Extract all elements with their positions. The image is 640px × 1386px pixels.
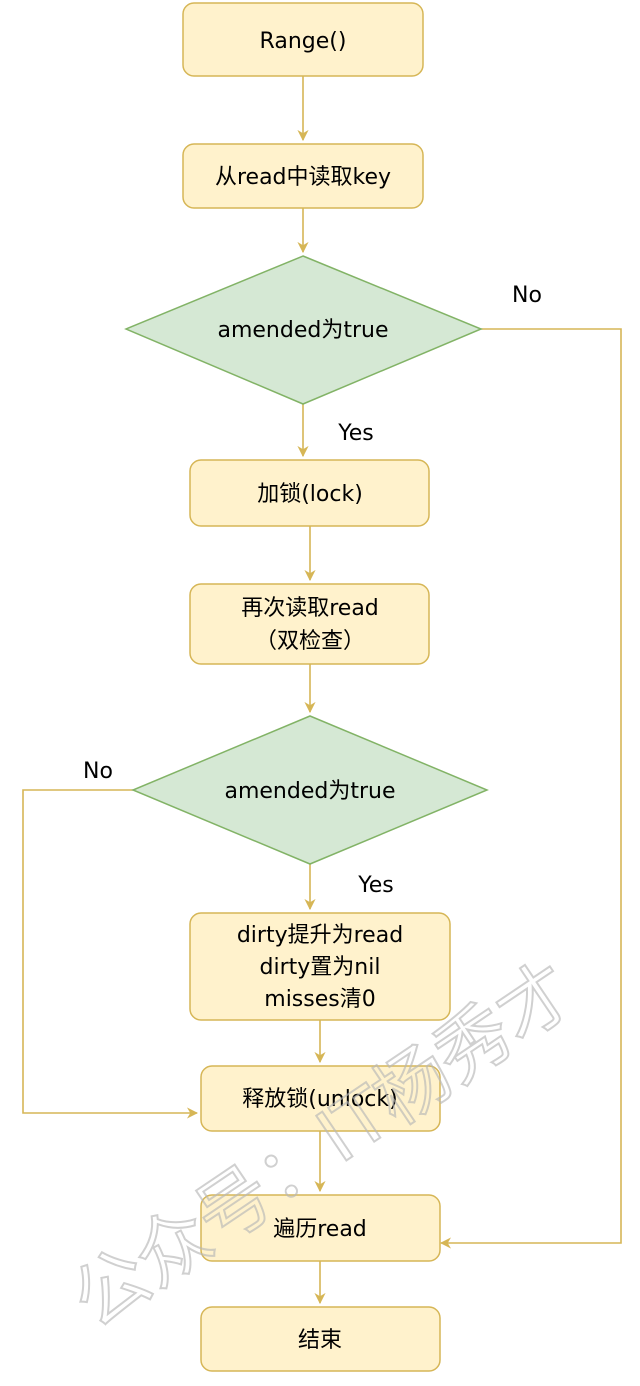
node-reread-label-2: （双检查）: [255, 629, 365, 654]
edges: [22, 76, 622, 1305]
node-lock-label: 加锁(lock): [257, 482, 363, 507]
decision-amended-2-label: amended为true: [224, 779, 395, 804]
node-promote-label-2: dirty置为nil: [260, 955, 381, 980]
node-read-key: 从read中读取key: [182, 143, 424, 209]
node-range: Range(): [182, 2, 424, 77]
node-end: 结束: [200, 1306, 441, 1372]
node-unlock-label: 释放锁(unlock): [242, 1087, 397, 1112]
node-read-key-label: 从read中读取key: [215, 165, 391, 190]
node-reread: 再次读取read （双检查）: [189, 583, 430, 665]
node-iterate: 遍历read: [200, 1194, 441, 1262]
decision-amended-1-label: amended为true: [217, 318, 388, 343]
node-lock: 加锁(lock): [189, 459, 430, 527]
node-promote-label-1: dirty提升为read: [237, 923, 403, 948]
node-promote-label-3: misses清0: [264, 987, 375, 1012]
node-reread-label-1: 再次读取read: [241, 596, 379, 621]
node-iterate-label: 遍历read: [273, 1217, 367, 1242]
decision-amended-2: amended为true: [131, 715, 489, 865]
label-decision1-yes: Yes: [337, 421, 374, 446]
node-promote-dirty: dirty提升为read dirty置为nil misses清0: [189, 912, 451, 1021]
edge-decision2-no-to-unlock: [22, 789, 199, 1119]
node-end-label: 结束: [298, 1328, 342, 1353]
edge-decision1-no-to-iterate: [439, 328, 622, 1249]
label-decision2-yes: Yes: [357, 873, 394, 898]
node-range-label: Range(): [260, 29, 347, 54]
node-unlock: 释放锁(unlock): [200, 1065, 441, 1132]
label-decision2-no: No: [83, 759, 113, 784]
label-decision1-no: No: [512, 283, 542, 308]
decision-amended-1: amended为true: [124, 255, 483, 405]
